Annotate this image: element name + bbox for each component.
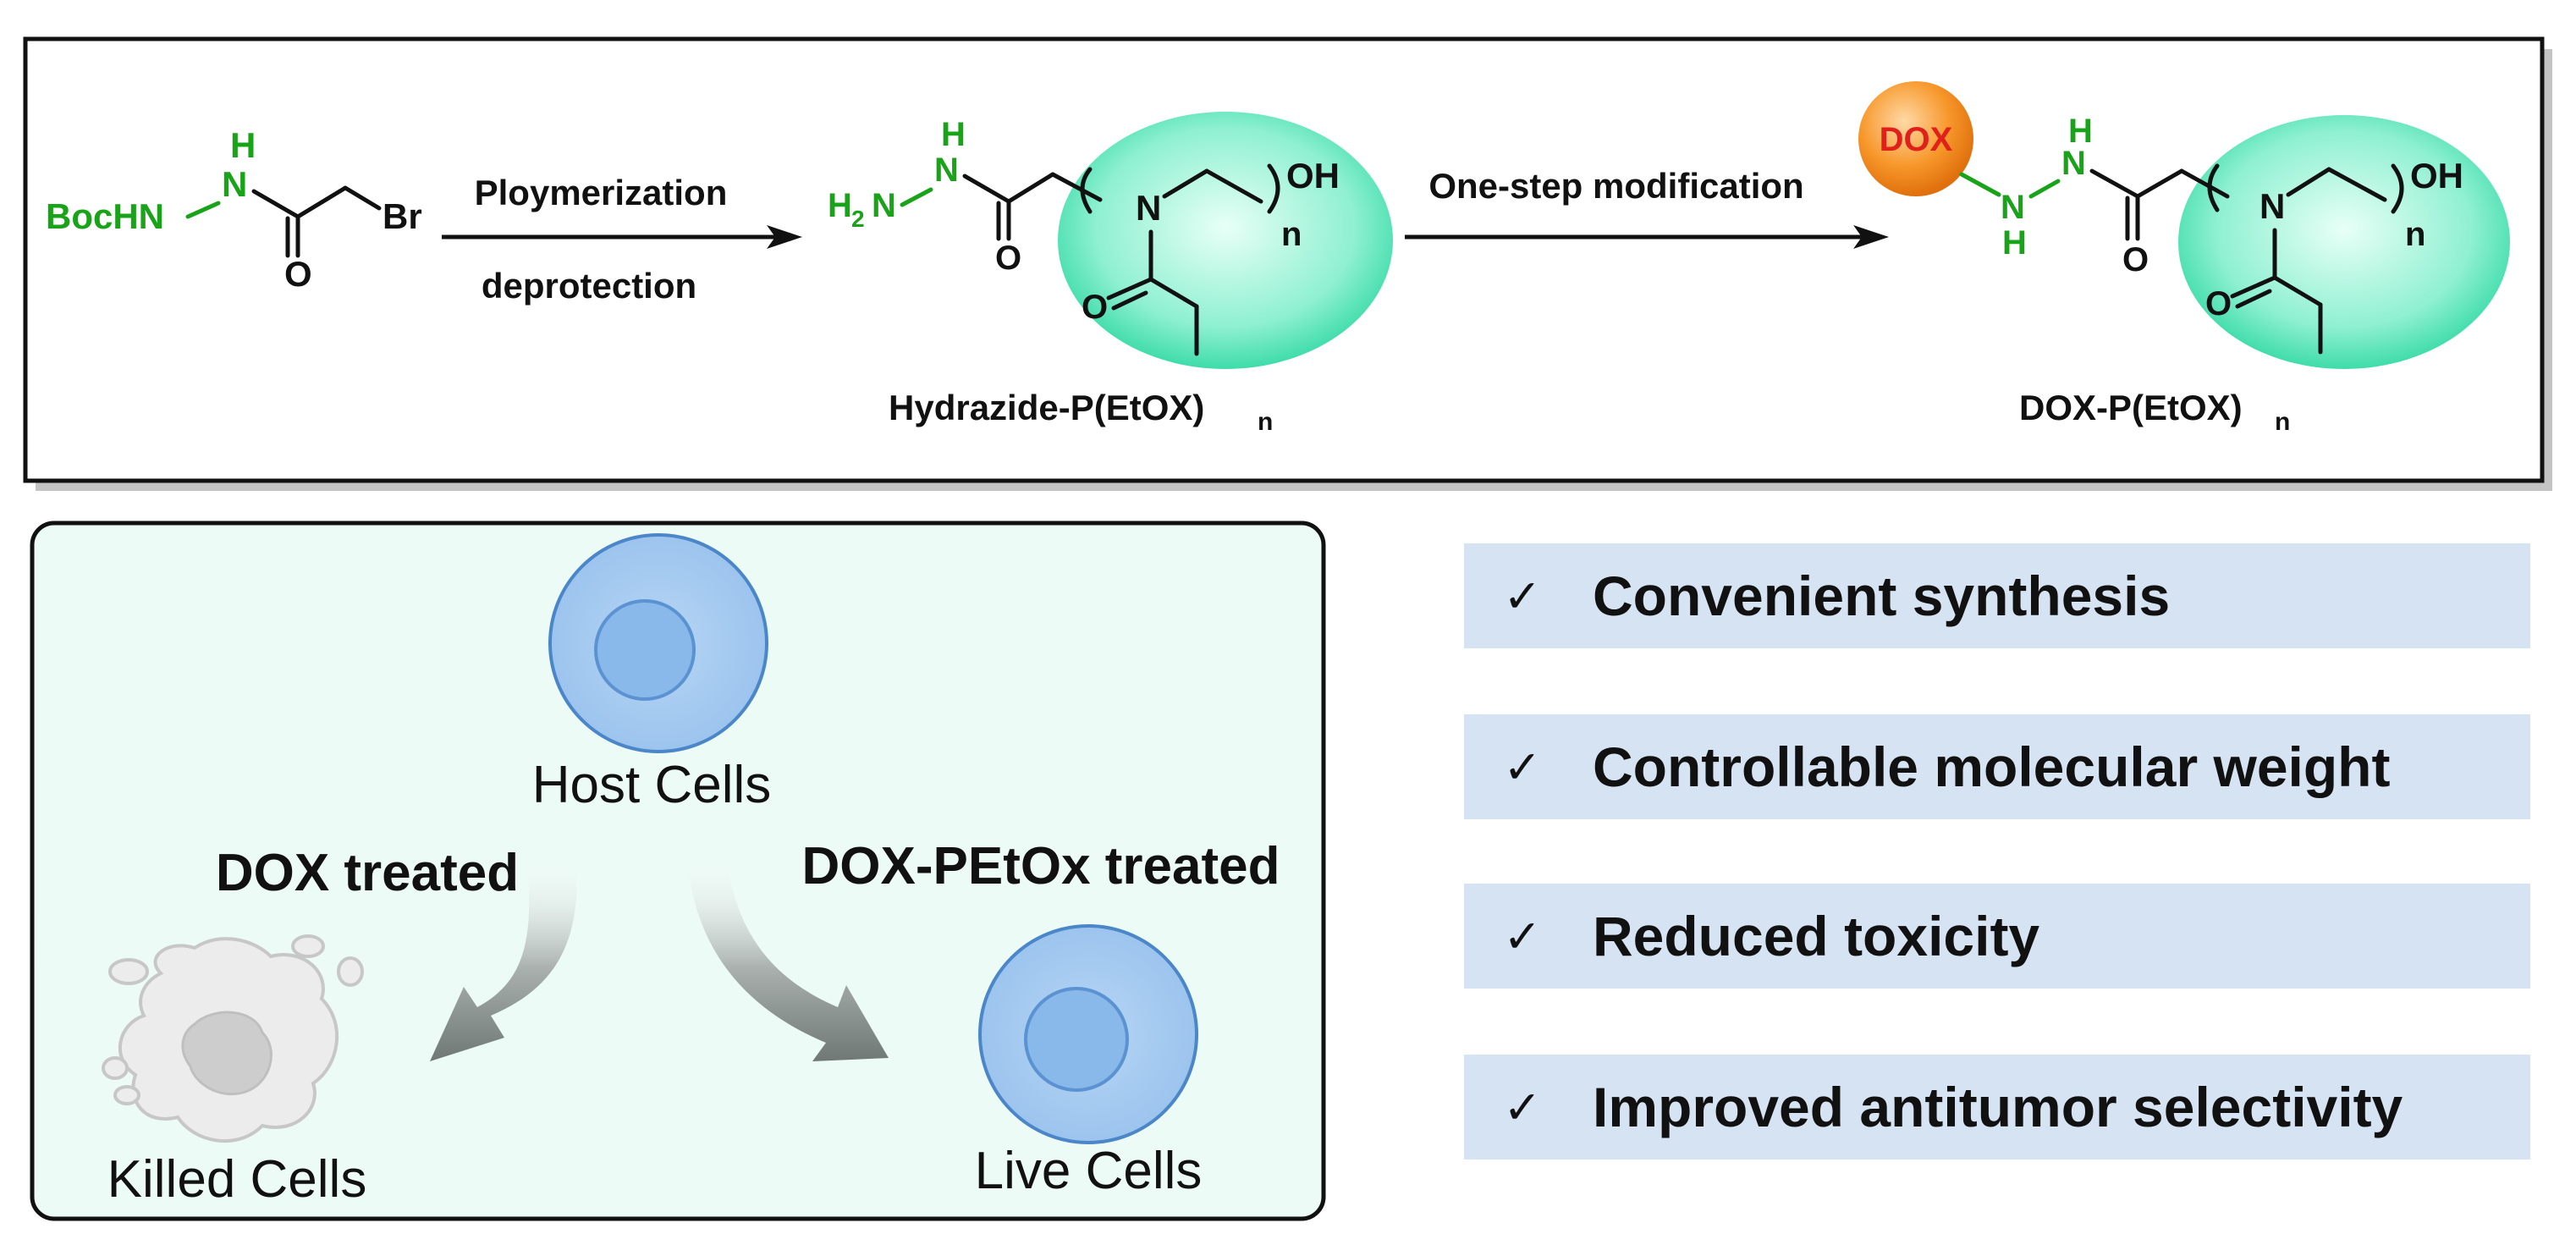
p2-n-sub: n (2405, 216, 2425, 253)
reagent-structure: BocHN N H O Br (46, 125, 422, 294)
arrow-polymerization: Ploymerization deprotection (442, 173, 802, 306)
dox-treated-label: DOX treated (216, 844, 519, 902)
product1-structure: H 2 N N H O N OH n O Hydrazide-P(EtOX) n (828, 112, 1393, 436)
h2n-h: H (828, 187, 852, 224)
p2-h1: H (2002, 224, 2027, 262)
killed-cell (102, 934, 364, 1143)
checkmark-icon: ✓ (1503, 911, 1542, 962)
live-cells-label: Live Cells (975, 1142, 1203, 1200)
host-cells-label: Host Cells (532, 756, 772, 814)
p1-oh: OH (1286, 156, 1340, 196)
feature-label: Improved antitumor selectivity (1593, 1076, 2403, 1138)
p2-n2: N (2061, 145, 2086, 182)
polymer-sphere-2 (2178, 115, 2510, 369)
p1-amide-o: O (1082, 289, 1108, 326)
p2-amide-o: O (2205, 285, 2232, 322)
p2-h2: H (2068, 113, 2093, 150)
checkmark-icon: ✓ (1503, 1082, 1542, 1133)
carbonyl-o-label: O (284, 254, 312, 294)
p2-n1: N (2001, 189, 2025, 226)
p1-nh-n: N (934, 151, 959, 189)
p1-n-sub: n (1281, 216, 1302, 253)
h2n-n: N (872, 187, 896, 224)
product2-sub: n (2275, 408, 2290, 436)
product2-structure: DOX N H N H O N OH n O DOX-P(EtOX) n (1858, 81, 2510, 436)
feature-label: Reduced toxicity (1593, 905, 2040, 967)
nh-h-label: H (230, 125, 256, 165)
host-cell (548, 533, 768, 753)
arrow-to-live (687, 855, 889, 1061)
product2-label: DOX-P(EtOX) (2019, 388, 2243, 427)
step1-bottom-label: deprotection (482, 266, 696, 306)
feature-item: ✓ Convenient synthesis (1464, 543, 2530, 648)
nh-n-label: N (222, 164, 247, 204)
feature-label: Controllable molecular weight (1593, 735, 2391, 798)
feature-item: ✓ Reduced toxicity (1464, 884, 2530, 989)
feature-item: ✓ Improved antitumor selectivity (1464, 1055, 2530, 1160)
killed-cells-label: Killed Cells (107, 1150, 367, 1209)
br-label: Br (383, 196, 422, 236)
h2n-2: 2 (851, 206, 865, 232)
p1-nh-h: H (941, 116, 966, 153)
dox-petox-treated-label: DOX-PEtOx treated (801, 837, 1280, 895)
feature-label: Convenient synthesis (1593, 565, 2171, 627)
dox-bead-label: DOX (1880, 121, 1953, 158)
polymer-sphere-1 (1058, 112, 1393, 369)
live-cell (978, 924, 1198, 1144)
product1-sub: n (1258, 408, 1273, 436)
dox-bead (1858, 81, 1973, 196)
bochn-label: BocHN (46, 196, 164, 236)
product1-label: Hydrazide-P(EtOX) (889, 388, 1204, 427)
p2-oh: OH (2410, 156, 2463, 196)
checkmark-icon: ✓ (1503, 570, 1542, 622)
p2-carbonyl-o: O (2122, 241, 2149, 278)
arrow-to-killed (430, 855, 577, 1061)
arrow-modification: One-step modification (1405, 166, 1889, 249)
p2-ring-n: N (2260, 186, 2285, 226)
feature-item: ✓ Controllable molecular weight (1464, 714, 2530, 819)
p1-ring-n: N (1136, 188, 1161, 228)
checkmark-icon: ✓ (1503, 741, 1542, 793)
step2-top-label: One-step modification (1428, 166, 1803, 206)
p1-carbonyl-o: O (995, 240, 1021, 277)
step1-top-label: Ploymerization (475, 173, 728, 212)
